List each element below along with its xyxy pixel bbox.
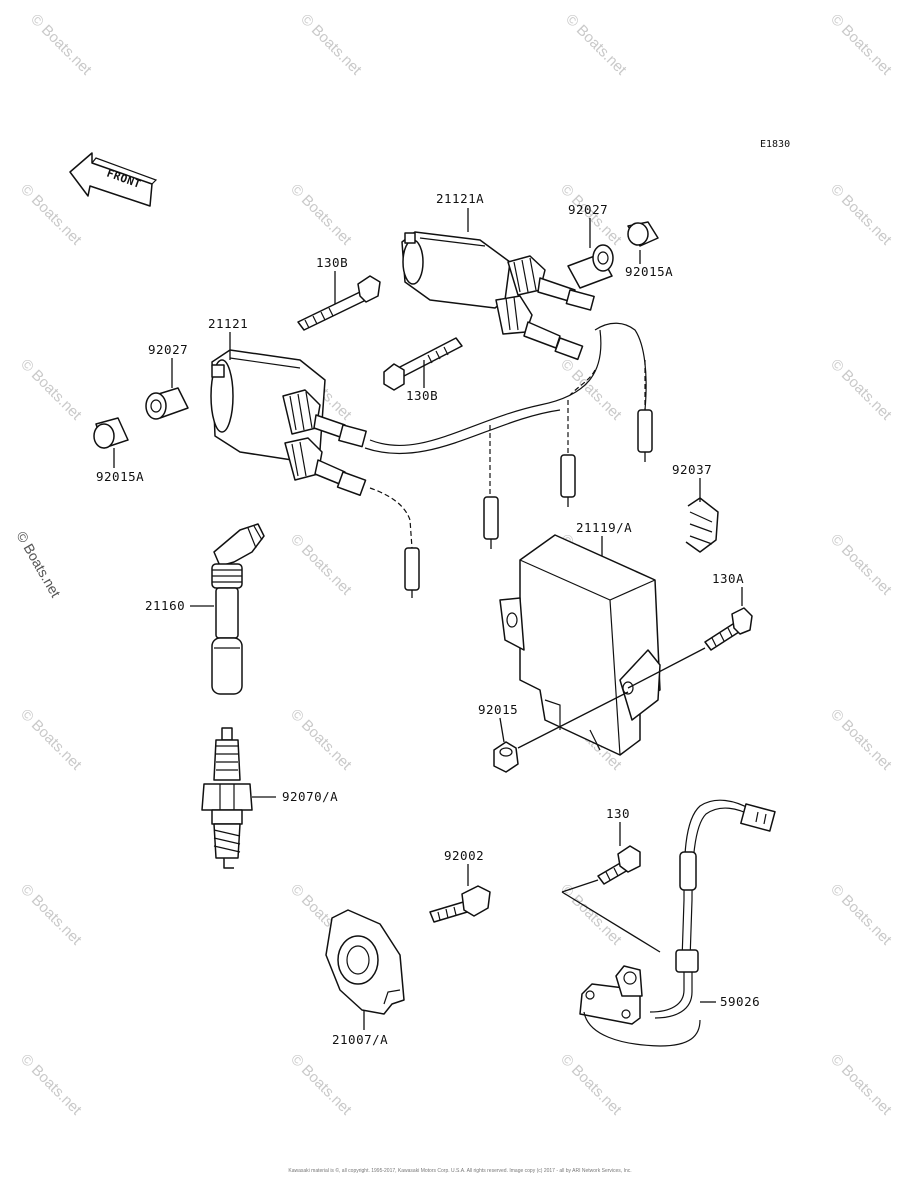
watermark: © Boats.net <box>17 181 85 249</box>
pickup-coil[interactable] <box>579 799 776 1047</box>
watermark: © Boats.net <box>287 1051 355 1119</box>
callout-92037: 92037 <box>672 462 712 477</box>
watermark: © Boats.net <box>17 881 85 949</box>
bolt-130b-top[interactable] <box>297 275 381 331</box>
watermark: © Boats.net <box>827 881 895 949</box>
watermark: © Boats.net <box>17 1051 85 1119</box>
watermark: © Boats.net <box>297 11 365 79</box>
ignition-coil-right[interactable] <box>401 231 595 361</box>
callout-labels: 21121A 92027 92015A 130B 21121 92027 130… <box>96 191 760 1047</box>
watermark: © Boats.net <box>827 1051 895 1119</box>
watermark: © Boats.net <box>827 531 895 599</box>
callout-92002: 92002 <box>444 848 484 863</box>
bolt-92002[interactable] <box>429 885 491 923</box>
bolt-130[interactable] <box>597 845 641 885</box>
clamp-92037[interactable] <box>685 497 719 553</box>
callout-21007a: 21007/A <box>332 1032 388 1047</box>
timing-rotor-plate[interactable] <box>325 909 405 1015</box>
collar-92015a-left[interactable] <box>93 417 129 449</box>
ignition-coil-left[interactable] <box>210 349 367 496</box>
front-arrow-icon: FRONT <box>69 152 158 207</box>
callout-92027-left: 92027 <box>148 342 188 357</box>
watermark: © Boats.net <box>827 356 895 424</box>
bolt-130a[interactable] <box>704 607 753 651</box>
callout-21121a: 21121A <box>436 191 484 206</box>
watermark: © Boats.net <box>557 1051 625 1119</box>
watermark: © Boats.net <box>287 706 355 774</box>
callout-92070a: 92070/A <box>282 789 338 804</box>
nut-92015[interactable] <box>493 741 519 773</box>
watermark: © Boats.net <box>287 531 355 599</box>
leader-92015 <box>517 691 629 749</box>
igniter-unit[interactable] <box>499 534 661 756</box>
watermark: © Boats.net <box>17 356 85 424</box>
callout-130: 130 <box>606 806 630 821</box>
callout-59026: 59026 <box>720 994 760 1009</box>
leader-130a <box>627 647 706 689</box>
collar-92027-right[interactable] <box>567 244 614 289</box>
watermark: © Boats.net <box>827 181 895 249</box>
side-watermark: © Boats.net <box>13 529 64 601</box>
callout-130b-top: 130B <box>316 255 348 270</box>
callout-92015a-right: 92015A <box>625 264 673 279</box>
watermark: © Boats.net <box>827 11 895 79</box>
callout-92015a-left: 92015A <box>96 469 144 484</box>
callout-130b-mid: 130B <box>406 388 438 403</box>
spark-plug[interactable] <box>201 727 253 869</box>
watermark: © Boats.net <box>557 881 625 949</box>
leader-lines <box>113 208 743 1030</box>
high-tension-leads <box>364 322 653 598</box>
leader-130 <box>561 879 661 953</box>
bolt-130b-mid[interactable] <box>383 337 463 391</box>
watermark: © Boats.net <box>557 356 625 424</box>
spark-plug-cap[interactable] <box>211 523 265 695</box>
diagram-code: E1830 <box>760 139 790 150</box>
watermark: © Boats.net <box>287 181 355 249</box>
collar-92027-left[interactable] <box>145 387 189 420</box>
callout-21121: 21121 <box>208 316 248 331</box>
callout-130a: 130A <box>712 571 744 586</box>
callout-92015: 92015 <box>478 702 518 717</box>
watermark: © Boats.net <box>17 706 85 774</box>
watermark: © Boats.net <box>827 706 895 774</box>
callout-21160: 21160 <box>145 598 185 613</box>
callout-92027-right: 92027 <box>568 202 608 217</box>
watermark: © Boats.net <box>562 11 630 79</box>
watermark: © Boats.net <box>27 11 95 79</box>
callout-21119a: 21119/A <box>576 520 632 535</box>
watermark-layer: © Boats.net © Boats.net © Boats.net © Bo… <box>13 11 895 1119</box>
collar-92015a-right[interactable] <box>627 221 659 247</box>
copyright-footer: Kawasaki material is ©, all copyright. 1… <box>288 1167 631 1174</box>
